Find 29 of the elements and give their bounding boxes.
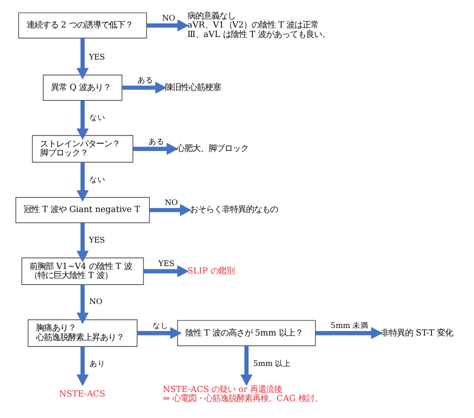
arrow: [315, 327, 382, 340]
arrow: [76, 38, 88, 80]
arrow: [76, 284, 88, 324]
node-text: 陳旧性心筋梗塞: [164, 82, 221, 92]
node-text: SLIP の鑑別: [186, 265, 234, 276]
arrow: [76, 346, 88, 386]
node-text: おそらく非特異的なもの: [189, 204, 278, 214]
arrow: [132, 142, 178, 155]
node-text: 病的意義なし aVR、V1（V2）の陰性 T 波は正常 Ⅲ、aVL は陰性 T 波があっても良い。: [186, 10, 330, 39]
node-text: NSTE-ACS: [58, 388, 105, 398]
node-box: 冠性 T 波や Giant negative T: [14, 197, 150, 224]
arrow: [143, 265, 188, 278]
node-text: NSTE-ACS の疑い or 再還流後 ⇒ 心電図・心筋逸脱酵素再検。CAG 検討。: [162, 384, 322, 404]
arrow: [76, 162, 88, 202]
arrow: [76, 100, 88, 140]
arrow: [149, 204, 191, 216]
arrow: [146, 19, 188, 32]
arrow: [76, 222, 88, 262]
node-box: ストレインパターン？ 脚ブロック？: [31, 135, 133, 163]
node-box: 異常 Q 波あり？: [42, 74, 122, 101]
node-text: 心肥大、脚ブロック: [176, 143, 248, 154]
arrow: [136, 327, 182, 340]
arrow: [240, 346, 252, 386]
node-box: 胸痛あり？ 心筋逸脱酵素上昇あり？: [27, 319, 137, 347]
arrow: [122, 82, 166, 94]
node-box: 連続する 2 つの誘導で低下？: [18, 12, 146, 38]
node-box: 陰性 T 波の高さが 5mm 以上？: [176, 320, 316, 346]
node-box: 前胸部 V1~V4 の陰性 T 波 （特に巨大陰性 T 波）: [20, 258, 144, 285]
node-text: 非特異的 ST-T 変化: [380, 327, 452, 338]
